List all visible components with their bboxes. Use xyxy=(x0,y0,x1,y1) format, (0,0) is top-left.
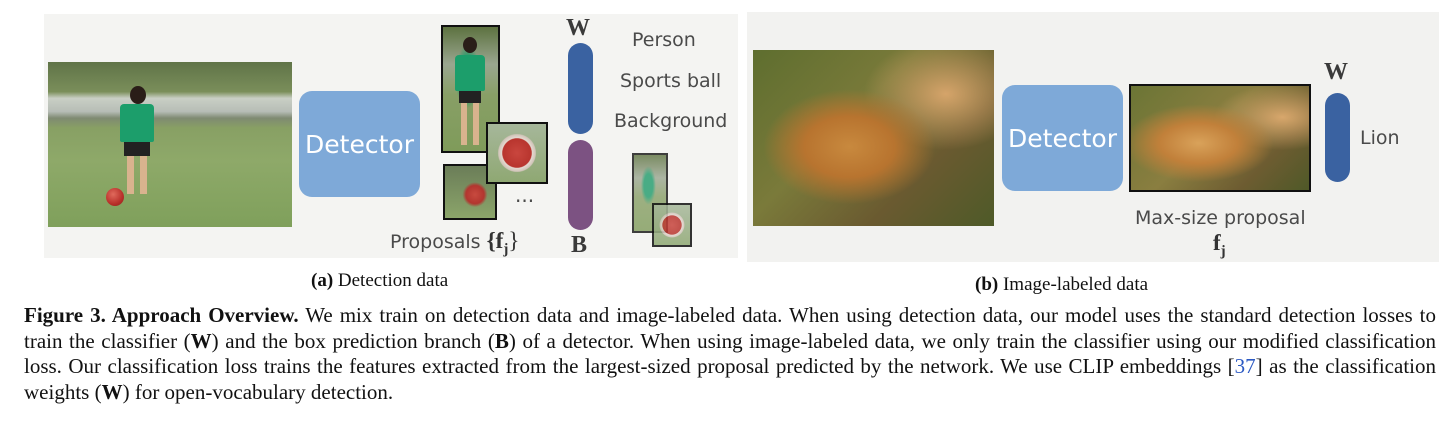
citation-link[interactable]: 37 xyxy=(1234,354,1256,378)
box-branch-symbol: B xyxy=(571,232,588,258)
caption-text-2: ) and the box prediction branch ( xyxy=(211,328,495,353)
sub-caption-a-letter: (a) xyxy=(311,270,334,291)
lion-image xyxy=(753,50,994,226)
class-label-background: Background xyxy=(614,110,728,132)
proposals-symbol: {f xyxy=(486,228,504,253)
max-size-proposal-crop xyxy=(1129,84,1311,192)
box-branch-bar xyxy=(568,140,593,230)
caption-symbol-w-1: W xyxy=(190,328,212,353)
caption-symbol-w-2: W xyxy=(101,379,123,404)
detector-block-a: Detector xyxy=(299,91,420,197)
class-label-sports-ball: Sports ball xyxy=(620,70,722,92)
caption-text-3: ) of a detector. When using image-labele… xyxy=(24,328,1436,379)
sub-caption-a-text: Detection data xyxy=(333,270,449,291)
proposals-label: Proposals {fj} xyxy=(390,228,519,259)
classifier-bar-b xyxy=(1325,93,1350,182)
classifier-symbol-a: W xyxy=(566,15,590,41)
sub-caption-b-text: Image-labeled data xyxy=(998,274,1149,295)
figure-caption: Figure 3. Approach Overview. We mix trai… xyxy=(24,303,1436,405)
caption-text-1: We mix train on detection data and image… xyxy=(24,303,1436,353)
max-size-proposal-label: Max-size proposal xyxy=(1135,207,1306,229)
class-label-person: Person xyxy=(632,29,696,51)
detector-block-b: Detector xyxy=(1002,85,1123,191)
box-regression-crop-ball xyxy=(652,203,692,247)
proposal-crop-small xyxy=(443,164,497,220)
classifier-bar-a xyxy=(568,43,593,134)
caption-text-4: ] as the classification weights ( xyxy=(24,354,1436,404)
detector-label-a: Detector xyxy=(305,129,414,159)
detector-label-b: Detector xyxy=(1008,123,1117,153)
proposals-close: } xyxy=(508,228,520,253)
sub-caption-a: (a) Detection data xyxy=(311,270,448,292)
class-label-lion: Lion xyxy=(1360,127,1400,149)
proposals-subscript: j xyxy=(503,241,509,258)
proposals-ellipsis: ... xyxy=(515,183,535,207)
caption-symbol-b: B xyxy=(494,328,509,353)
sub-caption-b: (b) Image-labeled data xyxy=(975,274,1148,296)
proposal-crop-person xyxy=(441,25,500,153)
caption-text-5: ) for open-vocabulary detection. xyxy=(122,379,394,404)
soccer-image xyxy=(48,62,292,227)
proposals-text: Proposals xyxy=(390,231,481,253)
feature-symbol-b-subscript: j xyxy=(1220,243,1226,260)
figure-label: Figure 3. Approach Overview. xyxy=(24,303,299,327)
proposal-crop-ball xyxy=(486,122,548,184)
feature-symbol-b-letter: f xyxy=(1213,230,1221,255)
sub-caption-b-letter: (b) xyxy=(975,274,999,295)
classifier-symbol-b: W xyxy=(1324,59,1348,85)
feature-symbol-b: fj xyxy=(1213,230,1226,261)
